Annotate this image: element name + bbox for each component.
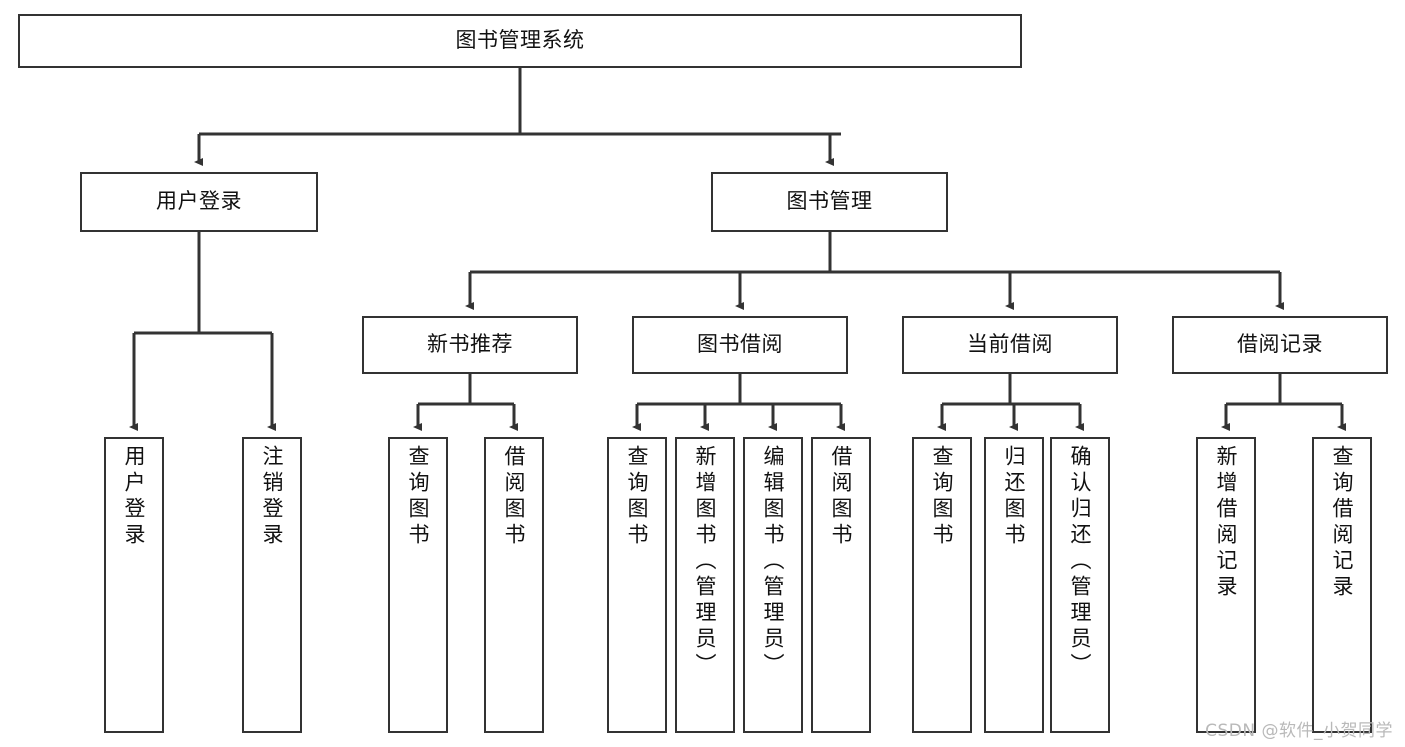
node-new-book-rec-label: 新书推荐	[427, 332, 513, 357]
node-book-manage[interactable]: 图书管理	[711, 172, 948, 232]
node-current-borrow[interactable]: 当前借阅	[902, 316, 1118, 374]
node-leaf-user-login[interactable]: 用户登录	[104, 437, 164, 733]
node-leaf-bb-edit[interactable]: 编辑图书（管理员）	[743, 437, 803, 733]
node-leaf-rec-query[interactable]: 查询图书	[388, 437, 448, 733]
node-user-login[interactable]: 用户登录	[80, 172, 318, 232]
node-leaf-bb-edit-label: 编辑图书（管理员）	[761, 445, 786, 679]
node-book-borrow-label: 图书借阅	[697, 332, 783, 357]
node-borrow-record-label: 借阅记录	[1237, 332, 1323, 357]
node-leaf-cb-return-label: 归还图书	[1002, 445, 1027, 549]
node-leaf-bb-borrow[interactable]: 借阅图书	[811, 437, 871, 733]
node-leaf-br-query[interactable]: 查询借阅记录	[1312, 437, 1372, 733]
node-leaf-user-logout-label: 注销登录	[260, 445, 285, 549]
node-leaf-cb-confirm[interactable]: 确认归还（管理员）	[1050, 437, 1110, 733]
node-root-label: 图书管理系统	[455, 28, 585, 53]
node-leaf-br-add[interactable]: 新增借阅记录	[1196, 437, 1256, 733]
node-leaf-bb-query[interactable]: 查询图书	[607, 437, 667, 733]
node-current-borrow-label: 当前借阅	[967, 332, 1053, 357]
node-leaf-rec-borrow-label: 借阅图书	[502, 445, 527, 549]
node-leaf-cb-query[interactable]: 查询图书	[912, 437, 972, 733]
node-leaf-cb-return[interactable]: 归还图书	[984, 437, 1044, 733]
node-book-manage-label: 图书管理	[786, 189, 873, 214]
node-leaf-bb-borrow-label: 借阅图书	[829, 445, 854, 549]
node-leaf-user-login-label: 用户登录	[122, 445, 147, 549]
node-root[interactable]: 图书管理系统	[18, 14, 1022, 68]
node-leaf-bb-add-label: 新增图书（管理员）	[693, 445, 718, 679]
node-borrow-record[interactable]: 借阅记录	[1172, 316, 1388, 374]
node-leaf-br-query-label: 查询借阅记录	[1330, 445, 1355, 601]
node-book-borrow[interactable]: 图书借阅	[632, 316, 848, 374]
node-leaf-bb-query-label: 查询图书	[625, 445, 650, 549]
node-leaf-bb-add[interactable]: 新增图书（管理员）	[675, 437, 735, 733]
node-user-login-label: 用户登录	[156, 189, 242, 214]
node-leaf-rec-query-label: 查询图书	[406, 445, 431, 549]
node-leaf-user-logout[interactable]: 注销登录	[242, 437, 302, 733]
node-leaf-br-add-label: 新增借阅记录	[1214, 445, 1239, 601]
node-leaf-cb-query-label: 查询图书	[930, 445, 955, 549]
node-leaf-rec-borrow[interactable]: 借阅图书	[484, 437, 544, 733]
node-new-book-rec[interactable]: 新书推荐	[362, 316, 578, 374]
node-leaf-cb-confirm-label: 确认归还（管理员）	[1068, 445, 1093, 679]
